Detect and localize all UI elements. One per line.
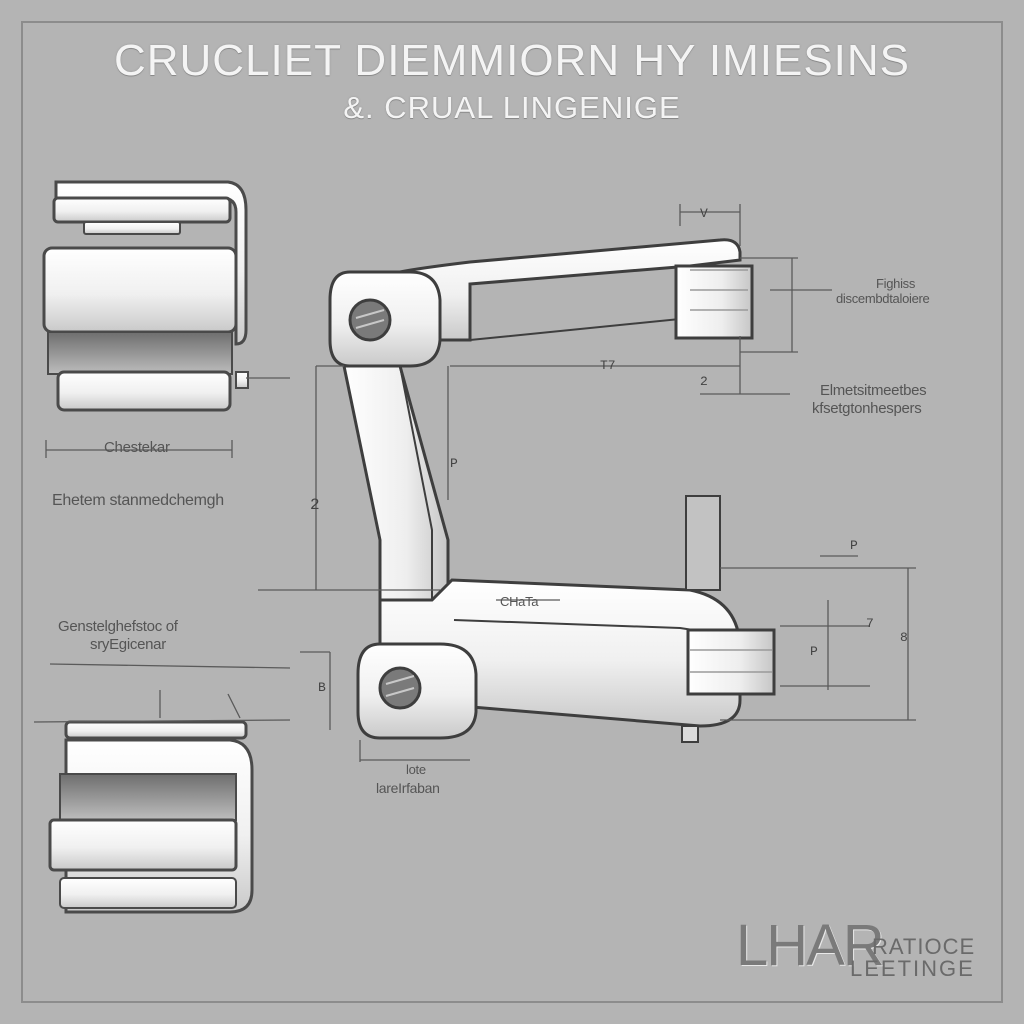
dim-right-p: P	[850, 538, 858, 553]
dim-top-mid: T7	[600, 358, 616, 373]
dim-right-7: 7	[866, 616, 874, 631]
label-bottom-center-2: lareIrfaban	[376, 780, 440, 796]
logo-bottom-text: LEETINGE	[850, 956, 975, 981]
page-title: CRUCLIET DIEMMIORN HY IMIESINS	[113, 36, 911, 85]
logo: LHAR RATIOCE LEETINGE	[712, 904, 980, 988]
dimension-lines	[33, 204, 916, 762]
central-bracket	[328, 238, 776, 743]
label-right-mid-2: kfsetgtonhespers	[812, 400, 922, 417]
part-bottom-left	[48, 720, 254, 914]
dim-right-8: 8	[900, 630, 908, 645]
label-center-small: CHaTa	[500, 594, 539, 609]
logo-main-text: LHAR	[736, 913, 885, 978]
dim-top-v: V	[700, 206, 708, 221]
label-right-top-1: Fighiss	[876, 276, 916, 291]
part-top-left	[42, 180, 249, 412]
label-bottom-center-1: lote	[406, 762, 426, 777]
logo-top-text: RATIOCE	[872, 934, 976, 959]
dim-right-2: 2	[700, 374, 708, 389]
sheet-frame	[21, 21, 1003, 1003]
label-right-mid-1: Elmetsitmeetbes	[820, 382, 927, 399]
label-right-top-2: discembdtaloiere	[836, 291, 930, 306]
label-left-mid-note: Ehetem stanmedchemgh	[52, 492, 224, 509]
dim-right-p2: P	[810, 644, 818, 659]
dim-left-b: B	[318, 680, 326, 695]
dim-mid-p: P	[450, 456, 458, 471]
dim-left-2: 2	[310, 496, 320, 514]
label-left-top-width: Chestekar	[104, 439, 170, 456]
label-left-lower-note-2: sryEgicenar	[90, 636, 166, 653]
page-subtitle: &. CRUAL LINGENIGE	[343, 90, 681, 125]
label-left-lower-note-1: Genstelghefstoc of	[58, 618, 178, 635]
